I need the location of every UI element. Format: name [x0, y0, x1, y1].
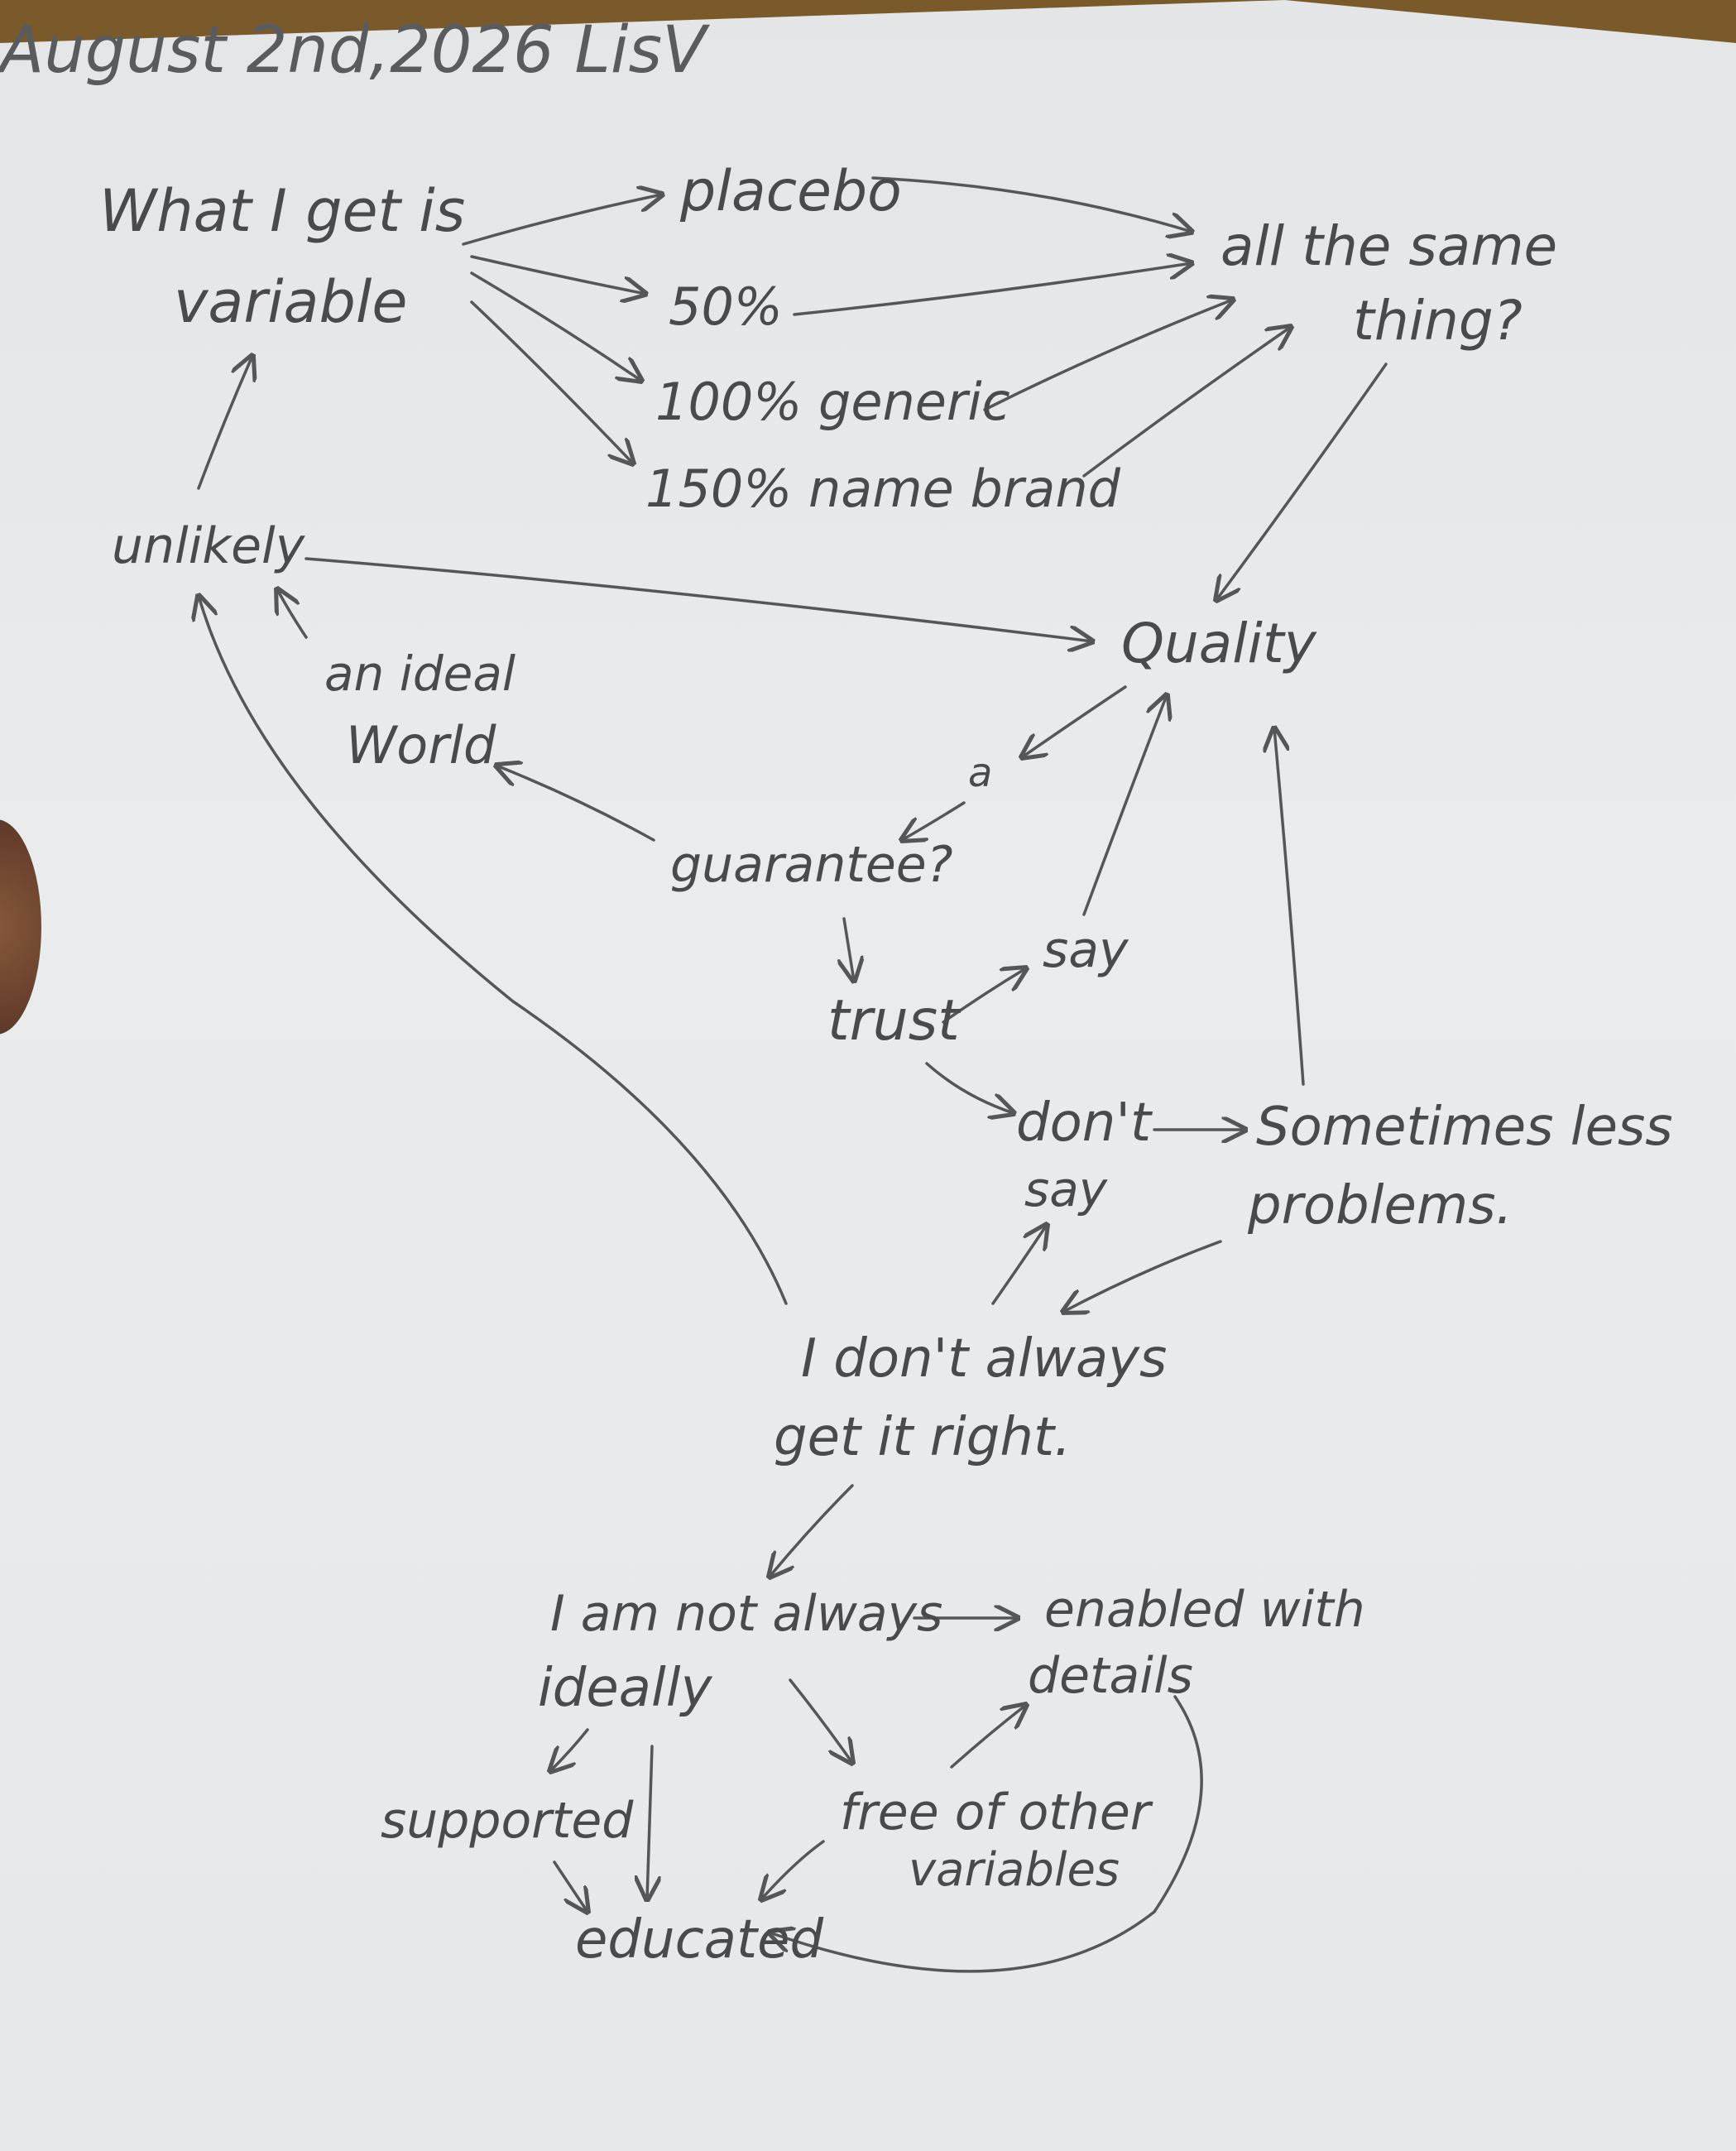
node-quality: Quality	[1121, 612, 1316, 675]
arrow-variable-placebo	[462, 194, 662, 246]
node-problems: problems.	[1248, 1175, 1513, 1236]
arrow-variable-50	[470, 255, 645, 294]
arrow-brand-same	[1082, 327, 1291, 478]
arrow-guarantee-trust	[844, 917, 854, 981]
arrow-ideal-unlikely	[277, 589, 308, 639]
arrow-notalways-educated	[647, 1745, 652, 1899]
arrow-supported-educated	[553, 1861, 587, 1912]
arrow-unlikely-quality	[305, 557, 1092, 641]
arrow-50-same	[793, 263, 1192, 316]
header-date-initials: August 2nd,2026 LisV	[0, 13, 707, 88]
node-educated: educated	[575, 1909, 824, 1971]
node-100-generic: 100% generic	[655, 372, 1010, 432]
node-sometimes-less: Sometimes less	[1256, 1097, 1673, 1158]
arrow-same-quality	[1216, 363, 1388, 600]
node-details: details	[1028, 1647, 1193, 1705]
node-variable: variable	[174, 268, 408, 336]
node-free-of-other: free of other	[840, 1784, 1151, 1841]
node-say: say	[1043, 921, 1129, 979]
arrow-a-guarantee	[902, 801, 966, 840]
arrow-dontalways-dontsay	[991, 1225, 1047, 1305]
node-an-ideal: an ideal	[324, 646, 516, 702]
node-what-i-get: What I get is	[99, 177, 466, 245]
node-get-it-right: get it right.	[774, 1407, 1072, 1468]
arrow-dontalways-unlikely	[199, 596, 788, 1305]
node-enabled-with: enabled with	[1044, 1581, 1365, 1639]
node-variables: variables	[909, 1843, 1120, 1897]
arrow-dontalways-notalways	[770, 1484, 854, 1577]
arrow-variable-100	[470, 271, 641, 381]
node-dont: don't	[1016, 1092, 1152, 1154]
node-dont-say: say	[1024, 1161, 1108, 1217]
arrow-notalways-free	[789, 1678, 852, 1763]
arrow-notalways-supported	[550, 1728, 589, 1771]
node-ideally: ideally	[538, 1658, 712, 1719]
node-trust: trust	[827, 988, 960, 1054]
node-thing: thing?	[1353, 289, 1523, 353]
arrow-free-educated	[761, 1840, 825, 1899]
arrow-quality-a	[1022, 685, 1127, 757]
arrow-sometimes-quality	[1274, 728, 1305, 1086]
node-i-am-not-always: I am not always	[550, 1585, 943, 1643]
arrow-placebo-same	[871, 176, 1192, 232]
arrow-trust-dontsay	[925, 1062, 1014, 1113]
arrow-variable-150	[470, 300, 633, 463]
arrow-trust-say	[942, 968, 1026, 1024]
arrow-sometimes-dontalways	[1063, 1240, 1222, 1312]
node-all-the-same: all the same	[1220, 214, 1558, 278]
node-a: a	[968, 750, 993, 796]
node-supported: supported	[381, 1792, 634, 1850]
node-world: World	[346, 715, 496, 775]
arrow-say-quality	[1082, 695, 1167, 916]
node-i-dont-always: I don't always	[801, 1328, 1168, 1390]
arrow-unlikely-variable	[197, 356, 252, 490]
arrow-generic-same	[983, 300, 1233, 411]
node-unlikely: unlikely	[112, 517, 305, 575]
node-150-name-brand: 150% name brand	[645, 459, 1120, 519]
node-50-percent: 50%	[669, 276, 783, 337]
node-placebo: placebo	[680, 159, 902, 224]
arrow-free-enabled	[950, 1705, 1026, 1769]
node-guarantee: guarantee?	[670, 836, 953, 894]
arrow-enabled-educated-loop	[770, 1695, 1203, 1973]
arrow-guarantee-world	[496, 766, 655, 842]
